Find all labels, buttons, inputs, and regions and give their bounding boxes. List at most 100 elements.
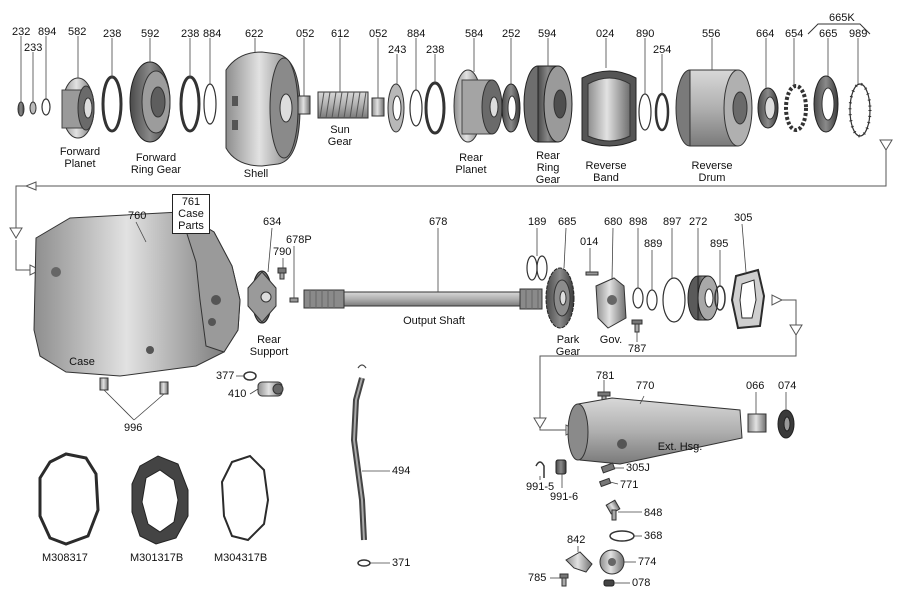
name-output-shaft: Output Shaft <box>403 315 465 327</box>
label-996: 996 <box>124 422 143 434</box>
label-665: 665 <box>819 28 838 40</box>
rear-support-part <box>247 270 277 324</box>
label-024: 024 <box>596 28 615 40</box>
part-305-gasket <box>730 268 766 330</box>
label-594: 594 <box>538 28 557 40</box>
label-368: 368 <box>644 530 663 542</box>
label-680: 680 <box>604 216 623 228</box>
label-612: 612 <box>331 28 350 40</box>
name-governor: Gov. <box>599 334 623 346</box>
label-074: 074 <box>778 380 797 392</box>
dipstick-tube-part <box>350 364 367 541</box>
part-787-screw <box>631 319 643 333</box>
label-991-5: 991-5 <box>526 481 555 493</box>
label-254: 254 <box>653 44 672 56</box>
label-678p: 678P <box>286 234 312 246</box>
leader-lines-lower-right <box>539 380 787 584</box>
label-884-a: 884 <box>203 28 222 40</box>
label-377: 377 <box>216 370 235 382</box>
part-233-washer <box>29 101 37 115</box>
part-774-gear <box>599 549 625 575</box>
label-634: 634 <box>263 216 282 228</box>
gasket-m308317-part <box>38 452 100 546</box>
label-894: 894 <box>38 26 57 38</box>
part-898-ring <box>632 287 644 309</box>
part-052-bushing <box>297 95 311 115</box>
output-shaft-part <box>303 288 543 310</box>
label-189: 189 <box>528 216 547 228</box>
label-890: 890 <box>636 28 655 40</box>
part-996-fittings <box>99 377 169 395</box>
label-774: 774 <box>638 556 657 568</box>
part-243-thrust-washer <box>387 83 405 133</box>
label-052-b: 052 <box>369 28 388 40</box>
part-884-snap-ring <box>203 83 217 125</box>
label-305j: 305J <box>626 462 650 474</box>
label-066: 066 <box>746 380 765 392</box>
label-842: 842 <box>567 534 586 546</box>
label-410: 410 <box>228 388 247 400</box>
label-898: 898 <box>629 216 648 228</box>
label-243: 243 <box>388 44 407 56</box>
label-760: 760 <box>128 210 147 222</box>
label-665k: 665K <box>829 12 855 24</box>
part-654-sprag <box>784 84 808 132</box>
part-991-5-clip <box>535 461 545 478</box>
label-787: 787 <box>628 343 647 355</box>
label-584: 584 <box>465 28 484 40</box>
label-989: 989 <box>849 28 868 40</box>
part-665-race <box>813 75 839 133</box>
gasket-m304317b-part <box>220 454 270 542</box>
label-781: 781 <box>596 370 615 382</box>
label-305: 305 <box>734 212 753 224</box>
part-238-thrust-washer <box>101 75 123 133</box>
part-842-bracket <box>565 551 593 573</box>
label-897: 897 <box>663 216 682 228</box>
part-254-thrust-washer <box>654 92 670 132</box>
name-ext-housing: Ext. Hsg. <box>657 441 703 453</box>
part-889-ring <box>646 289 658 311</box>
label-494: 494 <box>392 465 411 477</box>
part-052-bushing-2 <box>371 97 385 117</box>
part-074-seal <box>777 409 795 439</box>
part-305j-gasket <box>600 462 616 474</box>
label-238-c: 238 <box>426 44 445 56</box>
label-790: 790 <box>273 246 292 258</box>
kit-665k-bracket <box>807 23 871 35</box>
part-078-plug <box>603 579 615 587</box>
label-m301317b: M301317B <box>130 552 184 564</box>
part-189-snap-rings <box>526 255 548 281</box>
label-785: 785 <box>528 572 547 584</box>
label-252: 252 <box>502 28 521 40</box>
label-014: 014 <box>580 236 599 248</box>
park-gear-part <box>545 267 575 329</box>
case-part <box>33 210 241 377</box>
part-894-snap-ring <box>41 98 51 116</box>
part-272-bearing <box>687 275 719 321</box>
extension-housing-part <box>567 397 743 465</box>
part-238-thrust-washer-2 <box>179 75 201 133</box>
label-889: 889 <box>644 238 663 250</box>
rear-ring-gear-part <box>523 65 573 143</box>
label-664: 664 <box>756 28 775 40</box>
label-685: 685 <box>558 216 577 228</box>
label-233: 233 <box>24 42 43 54</box>
gasket-m301317b-part <box>131 455 189 545</box>
label-991-6: 991-6 <box>550 491 579 503</box>
leader-lines-top-row <box>20 36 859 102</box>
part-991-6-plug <box>555 459 567 475</box>
label-884-b: 884 <box>407 28 426 40</box>
label-371: 371 <box>392 557 411 569</box>
part-790-bolt <box>277 267 287 280</box>
part-897-snap-ring <box>662 277 686 323</box>
part-238-thrust-washer-3 <box>424 81 446 135</box>
